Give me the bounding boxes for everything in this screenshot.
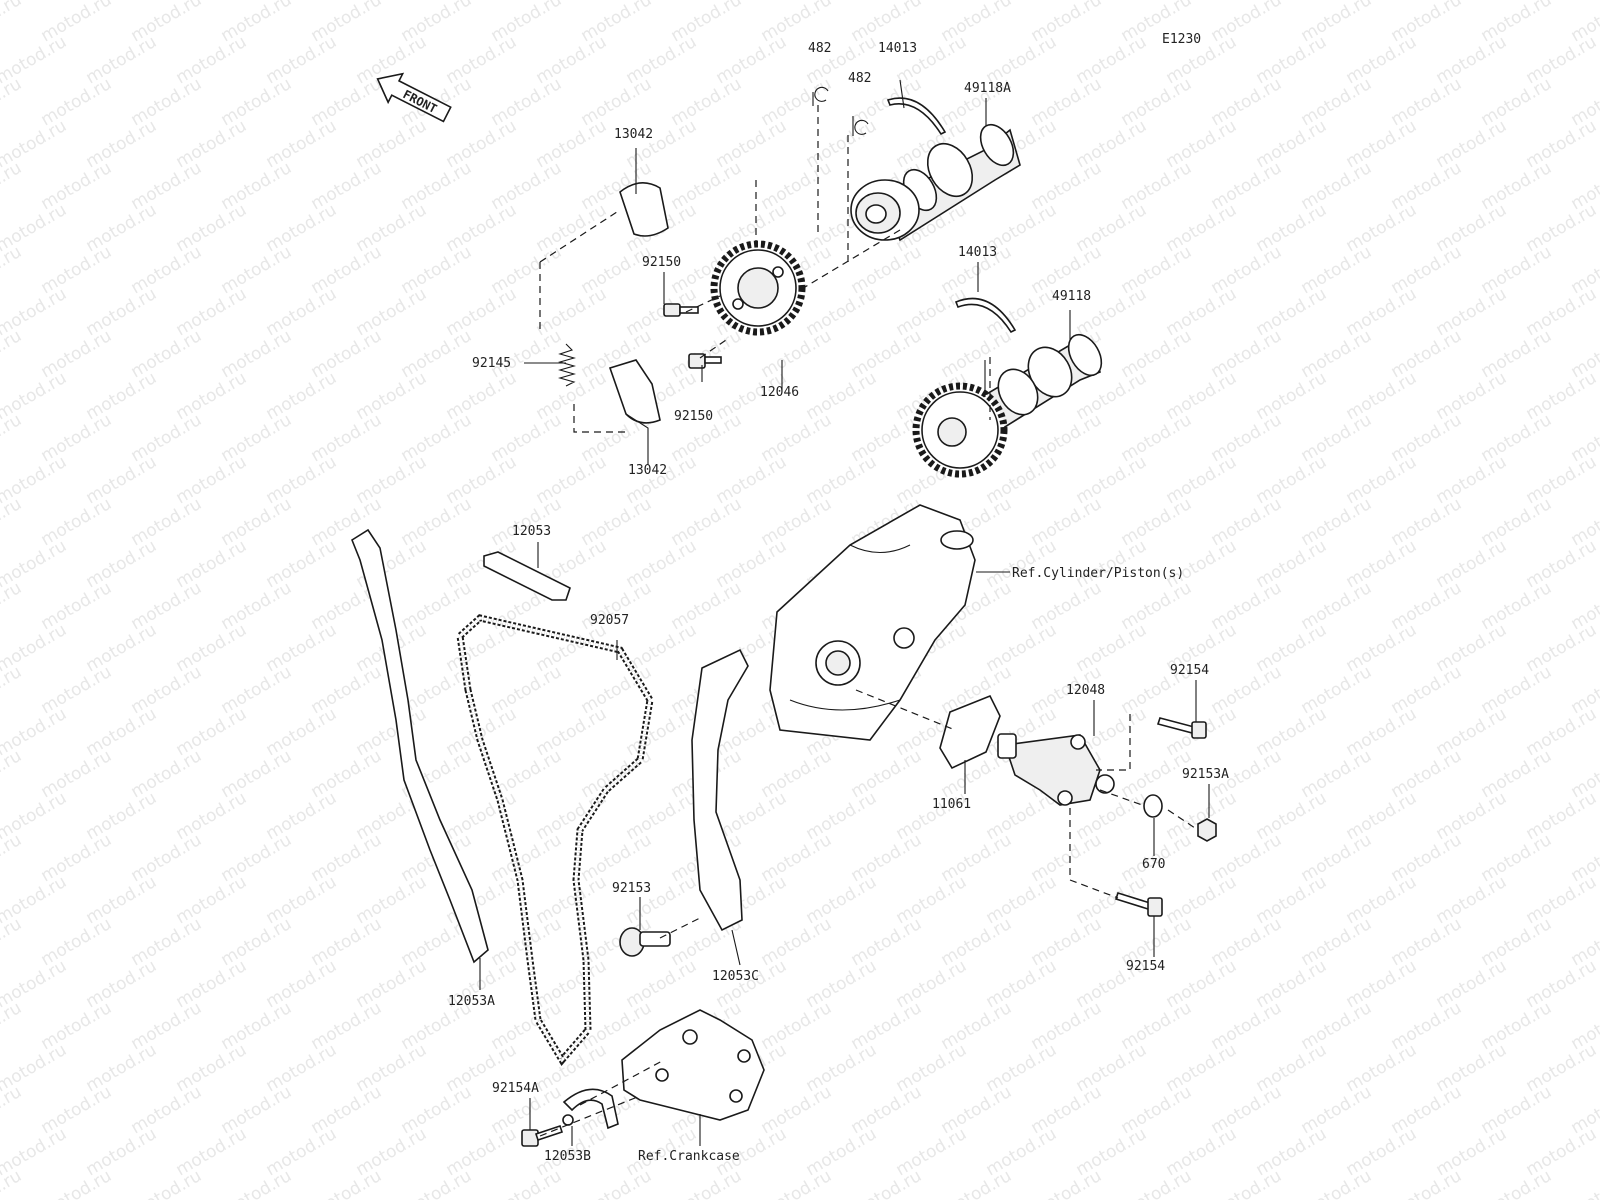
watermark-text: motod.ru: [128, 1166, 206, 1200]
label-49118: 49118: [1052, 289, 1091, 304]
bolt-92153: [619, 927, 671, 957]
label-13042-upper: 13042: [614, 127, 653, 142]
part-labels: 482 14013 482 49118A 13042 92150 92145 9…: [448, 41, 1229, 1164]
watermark-text: motod.ru: [0, 746, 25, 802]
label-670: 670: [1142, 857, 1165, 872]
watermark-text: motod.ru: [0, 662, 25, 718]
label-14013-upper: 14013: [878, 41, 917, 56]
tensioner-12048: [997, 733, 1115, 806]
label-92154-lower: 92154: [1126, 959, 1165, 974]
label-11061: 11061: [932, 797, 971, 812]
diagram-code: E1230: [1162, 32, 1201, 47]
watermark-text: motod.ru: [0, 158, 25, 214]
watermark-text: motod.ru: [0, 0, 25, 46]
label-12053a: 12053A: [448, 994, 495, 1009]
o-ring-670: [1143, 794, 1163, 818]
watermark-text: motod.ru: [308, 1166, 386, 1200]
chain-guide-12053a: [351, 528, 489, 964]
crankcase-reference: [621, 1009, 765, 1121]
watermark-text: motod.ru: [0, 74, 25, 130]
watermark-text: motod.ru: [1568, 1166, 1600, 1200]
half-ring-14013-lower: [954, 297, 1017, 334]
circlip-482-b: [854, 119, 869, 135]
timing-chain-92057: [456, 614, 654, 1066]
label-482-a: 482: [808, 41, 831, 56]
gasket-11061: [939, 694, 1001, 770]
watermark-text: motod.ru: [0, 410, 25, 466]
label-12053b: 12053B: [544, 1149, 591, 1164]
watermark-text: motod.ru: [38, 1166, 116, 1200]
leader-lines: [479, 79, 1210, 1146]
watermark-text: motod.ru: [1298, 1166, 1376, 1200]
chain-tensioner-guide-12053c: [691, 648, 749, 932]
watermark-text: motod.ru: [668, 1166, 746, 1200]
label-92150-upper: 92150: [642, 255, 681, 270]
watermark-text: motod.ru: [1118, 1166, 1196, 1200]
watermark-text: motod.ru: [0, 998, 25, 1054]
label-92057: 92057: [590, 613, 629, 628]
camshaft-49118: [912, 333, 1103, 478]
watermark-text: motod.ru: [0, 326, 25, 382]
bolt-92154-upper: [1156, 717, 1207, 739]
label-14013-lower: 14013: [958, 245, 997, 260]
label-12048: 12048: [1066, 683, 1105, 698]
watermark-text: motod.ru: [1478, 1166, 1556, 1200]
chain-guide-12053: [483, 551, 571, 601]
nut-92153a: [1197, 818, 1217, 842]
watermark-text: motod.ru: [1028, 1166, 1106, 1200]
label-92145: 92145: [472, 356, 511, 371]
watermark-text: motod.ru: [218, 1166, 296, 1200]
bracket-12053b: [562, 1088, 619, 1130]
label-92154-upper: 92154: [1170, 663, 1209, 678]
camshaft-49118a: [850, 123, 1021, 242]
circlip-482-a: [814, 86, 829, 102]
label-92150-lower: 92150: [674, 409, 713, 424]
label-12046: 12046: [760, 385, 799, 400]
crankcase-reference-label: Ref.Crankcase: [638, 1149, 740, 1164]
label-92154a: 92154A: [492, 1081, 539, 1096]
weight-13042-upper: [619, 182, 669, 237]
watermark-text: motod.ru: [1388, 1166, 1466, 1200]
label-12053: 12053: [512, 524, 551, 539]
spring-92145: [557, 343, 577, 387]
washer-12053b: [562, 1114, 574, 1126]
watermark-text: motod.ru: [0, 1082, 25, 1138]
watermark-text: motod.ru: [938, 1166, 1016, 1200]
label-482-b: 482: [848, 71, 871, 86]
watermark-text: motod.ru: [0, 914, 25, 970]
watermark-text: motod.ru: [758, 1166, 836, 1200]
watermark-text: motod.ru: [0, 830, 25, 886]
weight-13042-lower: [608, 359, 661, 424]
cylinder-reference: [769, 504, 976, 741]
cylinder-reference-label: Ref.Cylinder/Piston(s): [1012, 566, 1184, 581]
watermark-text: motod.ru: [398, 1166, 476, 1200]
half-ring-14013-upper: [886, 97, 947, 136]
label-49118a: 49118A: [964, 81, 1011, 96]
watermark-text: motod.ru: [1208, 1166, 1286, 1200]
watermark-text: motod.ru: [0, 578, 25, 634]
label-92153: 92153: [612, 881, 651, 896]
watermark-text: motod.ru: [578, 1166, 656, 1200]
watermark-text: motod.ru: [0, 242, 25, 298]
watermark-text: motod.ru: [488, 1166, 566, 1200]
sprocket-12046: [710, 240, 806, 336]
label-92153a: 92153A: [1182, 767, 1229, 782]
label-13042-lower: 13042: [628, 463, 667, 478]
watermark-text: motod.ru: [0, 494, 25, 550]
watermark-text: motod.ru: [848, 1166, 926, 1200]
label-12053c: 12053C: [712, 969, 759, 984]
